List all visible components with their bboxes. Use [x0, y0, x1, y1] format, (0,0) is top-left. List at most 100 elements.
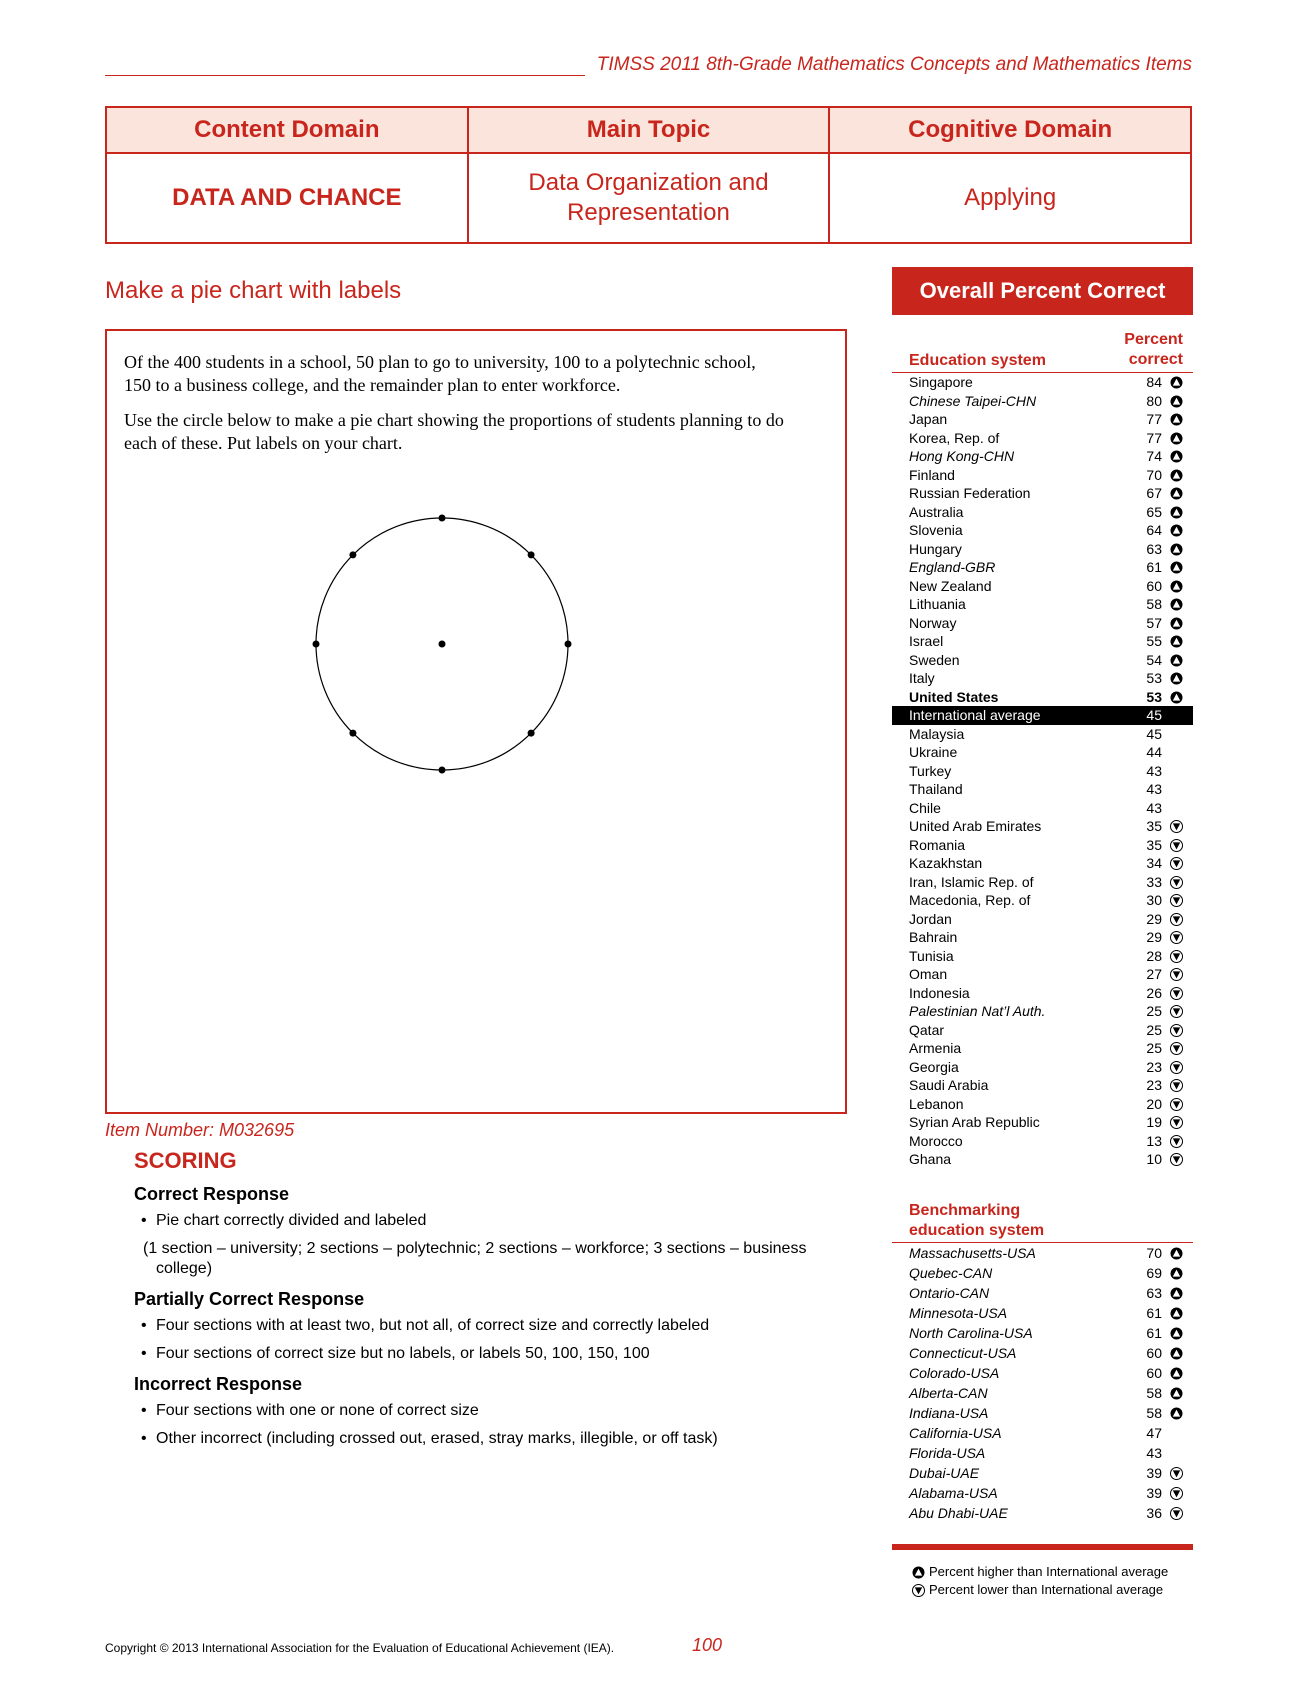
percent-correct-value: 43: [1146, 762, 1162, 779]
up-triangle-icon: [1170, 395, 1183, 407]
result-row: Israel 55: [892, 632, 1193, 651]
correct-note: (1 section – university; 2 sections – po…: [143, 1240, 807, 1277]
percent-correct-value: 61: [1146, 1304, 1162, 1321]
content-domain-header: Content Domain: [105, 106, 469, 154]
percent-correct-value: 39: [1146, 1464, 1162, 1481]
percent-correct-value: 39: [1146, 1484, 1162, 1501]
up-triangle-icon: [1170, 654, 1183, 666]
correct-response-heading: Correct Response: [134, 1184, 290, 1204]
education-system-name: Colorado-USA: [909, 1364, 1000, 1381]
circle-dot: [438, 766, 446, 774]
down-triangle-icon: [1170, 1060, 1183, 1074]
bullet-icon: •: [141, 1345, 147, 1362]
education-system-name: Romania: [909, 836, 966, 853]
percent-correct-value: 55: [1146, 633, 1162, 649]
education-system-name: Iran, Islamic Rep. of: [909, 873, 1034, 890]
percent-correct-value: 25: [1146, 1040, 1162, 1056]
percent-correct-value: 29: [1146, 910, 1162, 927]
circle-dot: [349, 729, 357, 737]
education-system-name: International average: [909, 707, 1041, 723]
percent-correct-value: 53: [1146, 670, 1162, 686]
up-triangle-icon: [1170, 543, 1183, 555]
percent-correct-value: 34: [1146, 855, 1162, 871]
education-system-name: Norway: [909, 614, 957, 631]
education-system-name: Alberta-CAN: [909, 1384, 988, 1401]
percent-correct-value: 43: [1146, 1444, 1162, 1461]
legend: Percent higher than International averag…: [912, 1563, 1168, 1599]
education-system-name: Hong Kong-CHN: [909, 448, 1015, 464]
down-triangle-icon: [1170, 1005, 1183, 1018]
percent-correct-value: 58: [1146, 596, 1162, 612]
percent-correct-value: 70: [1146, 1244, 1162, 1261]
bullet-icon: •: [141, 1212, 147, 1229]
circle-dot: [527, 729, 535, 737]
up-triangle-icon: [1170, 691, 1183, 703]
percent-correct-value: 61: [1146, 559, 1162, 575]
up-triangle-icon: [1170, 1247, 1183, 1259]
percent-correct-value: 25: [1146, 1003, 1162, 1019]
percent-correct-value: 23: [1146, 1058, 1162, 1075]
education-system-name: Abu Dhabi-UAE: [909, 1504, 1008, 1521]
percent-correct-value: 77: [1146, 411, 1162, 427]
footer-copyright: Copyright © 2013 International Associati…: [105, 1641, 615, 1655]
down-triangle-icon: [1170, 894, 1183, 907]
percent-correct-value: 84: [1146, 374, 1162, 390]
education-system-name: United Arab Emirates: [909, 818, 1042, 834]
education-system-name: United States: [909, 688, 999, 705]
result-row: Thailand 43: [892, 780, 1193, 799]
down-triangle-icon: [1170, 1506, 1183, 1520]
cognitive-domain-value: Applying: [828, 152, 1192, 244]
result-row: Palestinian Nat’l Auth. 25: [892, 1002, 1193, 1021]
main-topic-value: Data Organization and Representation: [466, 152, 831, 244]
down-triangle-icon: [1170, 1097, 1183, 1111]
education-system-name: Lebanon: [909, 1095, 964, 1112]
up-triangle-icon: [1170, 561, 1183, 574]
education-system-name: Connecticut-USA: [909, 1344, 1017, 1361]
correct-item: •Pie chart correctly divided and labeled: [141, 1212, 427, 1229]
percent-correct-value: 61: [1146, 1324, 1162, 1341]
percent-correct-value: 64: [1146, 522, 1162, 538]
circle-dot: [527, 551, 535, 559]
education-system-name: Tunisia: [909, 947, 954, 964]
down-triangle-icon: [1170, 986, 1183, 1000]
percent-correct-value: 43: [1146, 781, 1162, 797]
down-triangle-icon: [1170, 949, 1183, 963]
education-system-name: Israel: [909, 633, 944, 649]
bullet-icon: •: [141, 1430, 147, 1447]
education-system-name: Slovenia: [909, 522, 963, 538]
education-system-name: Japan: [909, 411, 948, 427]
percent-correct-value: 13: [1146, 1132, 1162, 1149]
education-system-name: Italy: [909, 670, 935, 686]
percent-correct-value: 54: [1146, 651, 1162, 668]
education-system-name: Palestinian Nat’l Auth.: [909, 1003, 1046, 1019]
education-system-name: Thailand: [909, 781, 963, 797]
education-system-name: Georgia: [909, 1058, 959, 1075]
percent-correct-value: 67: [1146, 485, 1162, 501]
down-triangle-icon: [1170, 875, 1183, 889]
percent-correct-value: 35: [1146, 818, 1162, 834]
up-triangle-icon: [912, 1566, 925, 1579]
percent-correct-value: 27: [1146, 966, 1162, 982]
up-triangle-icon: [1170, 672, 1183, 685]
